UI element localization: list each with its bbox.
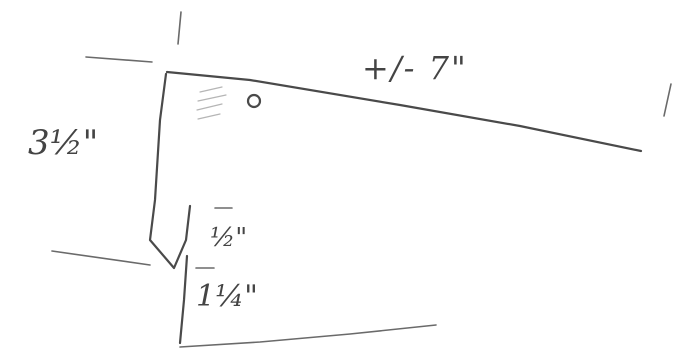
notch-label: ½" xyxy=(210,223,248,253)
right-tick-mark xyxy=(663,83,672,117)
lower-vertical-line xyxy=(178,254,189,345)
shading-stroke xyxy=(196,103,223,111)
shading-stroke xyxy=(197,94,227,102)
shading-stroke xyxy=(197,113,221,120)
top-edge-line xyxy=(165,70,643,153)
top-extension-line xyxy=(85,56,153,63)
length-label: +/- 7" xyxy=(362,49,468,87)
bottom-label: 1¼" xyxy=(196,279,258,314)
depth-label: 3½" xyxy=(28,123,99,163)
top-tick-mark xyxy=(177,11,182,45)
bottom-edge-line xyxy=(179,324,437,348)
lower-extension-line xyxy=(51,250,151,266)
shading-stroke xyxy=(199,86,223,93)
left-profile-line xyxy=(148,72,192,270)
hole-circle-icon xyxy=(246,93,262,109)
